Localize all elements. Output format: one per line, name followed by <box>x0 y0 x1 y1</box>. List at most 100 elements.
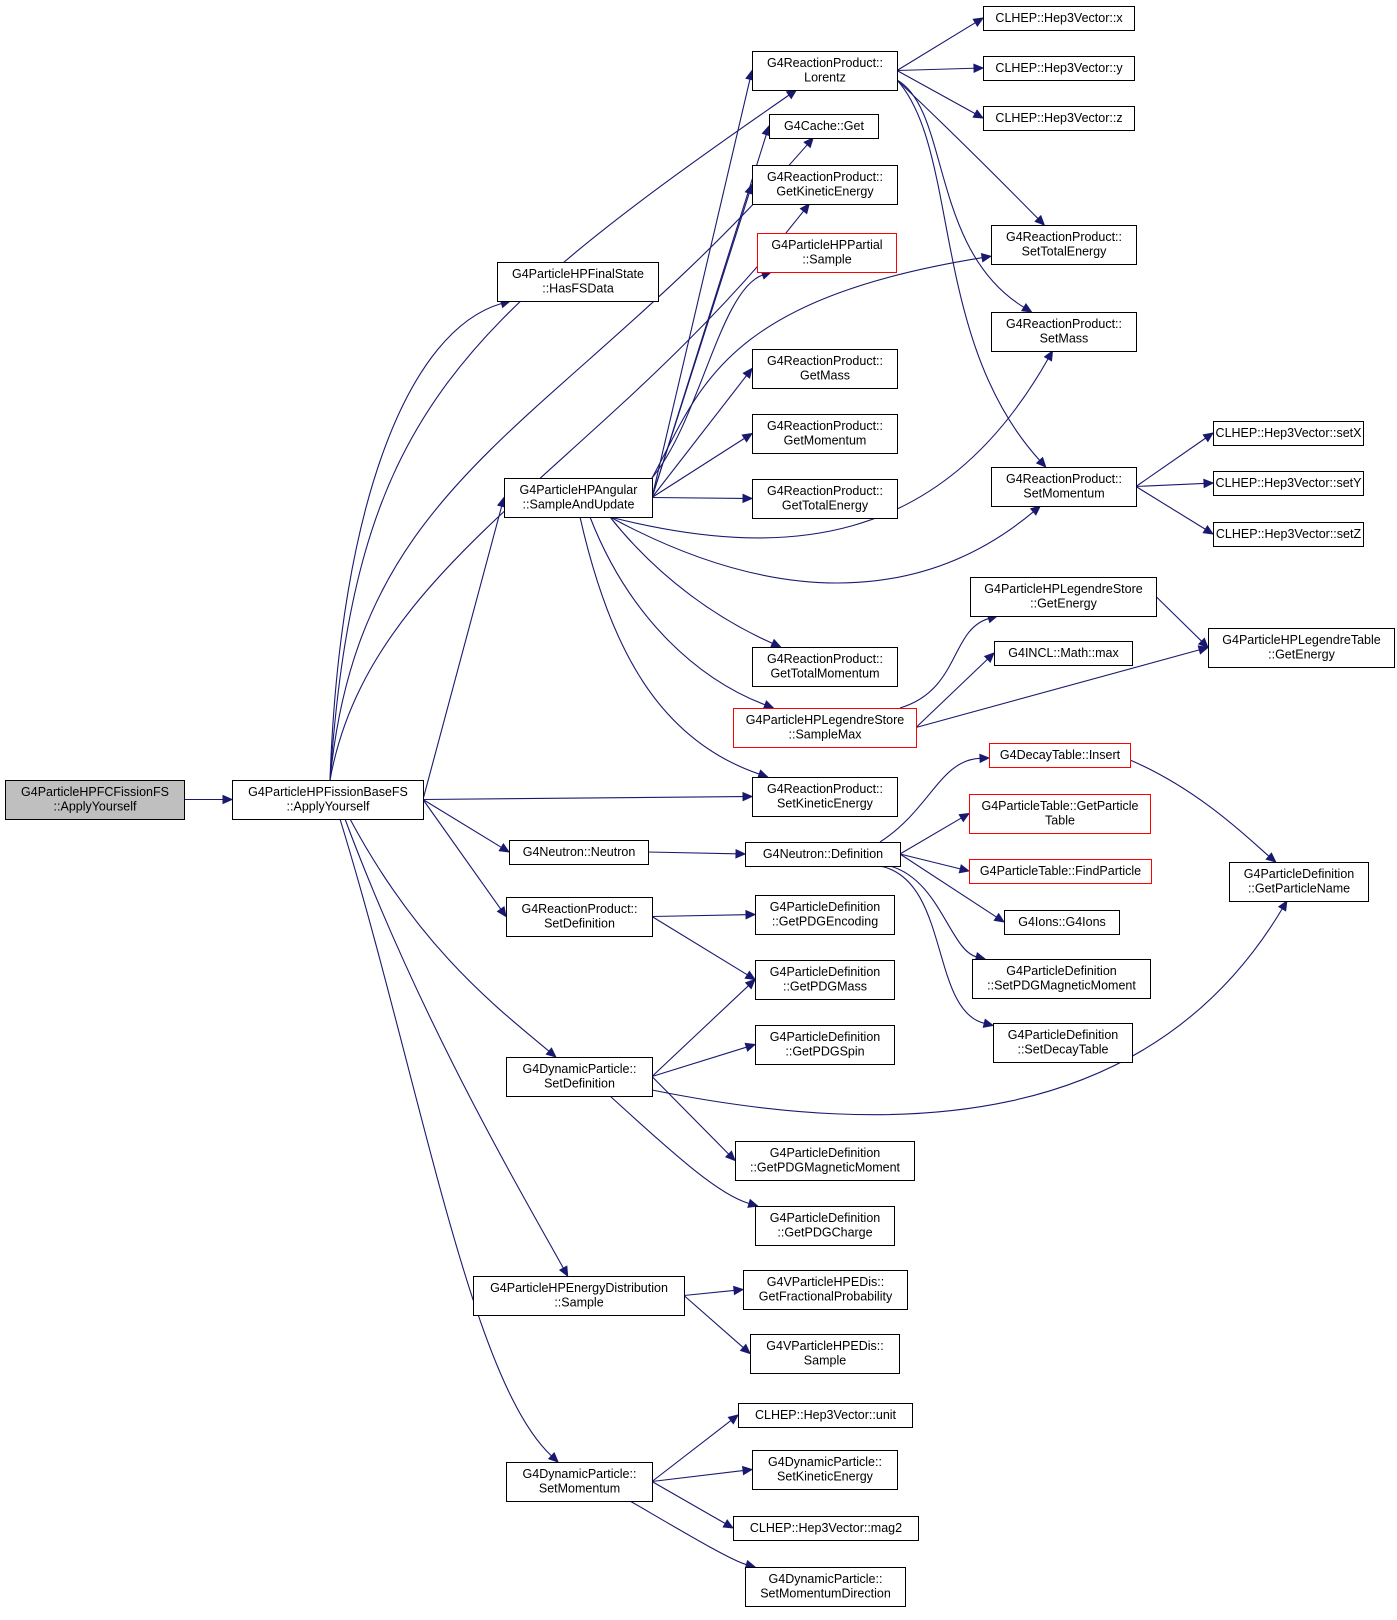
edge-line <box>896 70 976 115</box>
call-edge <box>896 79 1046 226</box>
graph-node[interactable]: G4ReactionProduct::SetTotalEnergy <box>991 225 1137 265</box>
edge-line <box>329 302 502 781</box>
arrow-head <box>1034 214 1046 226</box>
node-label: SetDefinition <box>544 1077 615 1091</box>
arrow-head <box>496 905 507 918</box>
arrow-head <box>724 1150 736 1162</box>
graph-node[interactable]: G4ReactionProduct::SetMass <box>991 312 1137 352</box>
arrow-head <box>803 137 814 149</box>
graph-node[interactable]: G4ParticleHPAngular::SampleAndUpdate <box>504 478 653 518</box>
node-label: ::GetPDGMass <box>783 980 867 994</box>
edge-line <box>899 853 961 870</box>
graph-node[interactable]: G4Neutron::Definition <box>745 842 901 867</box>
graph-node[interactable]: G4ParticleHPLegendreStore::SampleMax <box>733 708 917 748</box>
call-edge <box>915 652 995 728</box>
graph-node[interactable]: G4ReactionProduct::SetKineticEnergy <box>752 777 898 817</box>
node-label: ::GetEnergy <box>1268 648 1335 662</box>
node-label: ::GetPDGCharge <box>777 1226 872 1240</box>
graph-node[interactable]: G4ParticleDefinition::GetPDGSpin <box>755 1025 895 1065</box>
node-label: ::SetDecayTable <box>1017 1043 1108 1057</box>
node-label: G4ReactionProduct:: <box>767 652 883 666</box>
node-label: G4ParticleDefinition <box>1006 964 1117 978</box>
graph-node[interactable]: G4ReactionProduct::GetTotalEnergy <box>752 479 898 519</box>
graph-node[interactable]: G4ParticleDefinition::GetPDGMagneticMome… <box>735 1141 915 1181</box>
arrow-head <box>742 791 754 802</box>
graph-node[interactable]: CLHEP::Hep3Vector::z <box>983 106 1135 131</box>
node-label: G4Neutron::Definition <box>763 847 883 861</box>
node-box <box>755 895 895 935</box>
node-label: ::SampleAndUpdate <box>523 498 635 512</box>
arrow-head <box>727 1414 739 1425</box>
graph-node[interactable]: G4DecayTable::Insert <box>989 743 1131 768</box>
call-edge <box>329 89 798 781</box>
graph-node[interactable]: G4ParticleDefinition::SetDecayTable <box>993 1023 1133 1063</box>
node-label: CLHEP::Hep3Vector::setY <box>1216 476 1363 490</box>
graph-node[interactable]: G4ReactionProduct::GetMass <box>752 349 898 389</box>
graph-node[interactable]: G4ReactionProduct::GetTotalMomentum <box>752 647 898 687</box>
graph-node[interactable]: G4ParticleHPPartial::Sample <box>757 233 897 273</box>
edge-line <box>329 144 808 781</box>
graph-node[interactable]: G4ReactionProduct::GetKineticEnergy <box>752 165 898 205</box>
graph-node[interactable]: G4ParticleHPEnergyDistribution::Sample <box>473 1276 685 1316</box>
graph-node[interactable]: CLHEP::Hep3Vector::unit <box>738 1403 913 1428</box>
graph-node[interactable]: CLHEP::Hep3Vector::setY <box>1213 471 1364 496</box>
graph-node[interactable]: G4ParticleDefinition::GetPDGMass <box>755 960 895 1000</box>
graph-node[interactable]: G4ReactionProduct::Lorentz <box>752 51 898 91</box>
graph-node[interactable]: G4ParticleDefinition::SetPDGMagneticMome… <box>972 959 1151 999</box>
node-label: GetTotalMomentum <box>770 667 879 681</box>
call-edge <box>422 799 511 853</box>
node-label: ::Sample <box>802 253 851 267</box>
graph-node[interactable]: G4DynamicParticle::SetMomentumDirection <box>745 1567 906 1607</box>
graph-node[interactable]: G4ParticleDefinition::GetPDGEncoding <box>755 895 895 935</box>
graph-node[interactable]: G4ParticleHPFissionBaseFS::ApplyYourself <box>232 780 424 820</box>
graph-node[interactable]: G4DynamicParticle::SetDefinition <box>506 1057 653 1097</box>
graph-node[interactable]: CLHEP::Hep3Vector::y <box>983 56 1135 81</box>
node-box <box>994 641 1133 666</box>
graph-node[interactable]: G4Neutron::Neutron <box>509 840 649 865</box>
graph-node[interactable]: CLHEP::Hep3Vector::mag2 <box>733 1516 919 1541</box>
graph-node[interactable]: G4ParticleHPLegendreStore::GetEnergy <box>970 577 1157 617</box>
graph-node[interactable]: CLHEP::Hep3Vector::setX <box>1213 421 1364 446</box>
arrow-head <box>993 912 1006 923</box>
graph-node[interactable]: G4ParticleTable::FindParticle <box>969 859 1152 884</box>
call-edge <box>651 270 773 479</box>
node-label: G4ReactionProduct:: <box>1006 472 1122 486</box>
graph-node[interactable]: G4ParticleHPFinalState::HasFSData <box>497 262 659 302</box>
edge-line <box>651 79 751 498</box>
node-box <box>769 114 879 139</box>
graph-node[interactable]: G4ParticleDefinition::GetPDGCharge <box>755 1206 895 1246</box>
graph-node[interactable]: G4DynamicParticle::SetMomentum <box>506 1462 653 1502</box>
node-label: G4ParticleTable::GetParticle <box>981 799 1138 813</box>
graph-node[interactable]: G4ParticleHPLegendreTable::GetEnergy <box>1208 628 1395 668</box>
graph-node[interactable]: G4DynamicParticle::SetKineticEnergy <box>752 1450 898 1490</box>
graph-node[interactable]: G4ParticleDefinition::GetParticleName <box>1229 862 1369 902</box>
graph-node[interactable]: G4ReactionProduct::GetMomentum <box>752 414 898 454</box>
graph-node[interactable]: G4ReactionProduct::SetMomentum <box>991 467 1137 507</box>
graph-node[interactable]: G4Cache::Get <box>769 114 879 139</box>
node-box <box>752 349 898 389</box>
arrow-head <box>222 794 234 805</box>
arrow-head <box>1029 505 1042 516</box>
graph-node[interactable]: CLHEP::Hep3Vector::setZ <box>1213 522 1364 547</box>
node-box <box>738 1403 913 1428</box>
graph-node[interactable]: G4Ions::G4Ions <box>1004 910 1120 935</box>
graph-node[interactable]: G4VParticleHPEDis::GetFractionalProbabil… <box>743 1270 908 1310</box>
edge-line <box>651 375 747 498</box>
graph-node[interactable]: CLHEP::Hep3Vector::x <box>983 6 1135 31</box>
call-edge <box>339 818 559 1463</box>
arrow-head <box>558 1265 569 1278</box>
edge-line <box>344 818 564 1269</box>
call-edge <box>609 516 782 648</box>
graph-node[interactable]: G4INCL::Math::max <box>994 641 1133 666</box>
edge-line <box>651 1076 730 1155</box>
edge-line <box>651 1470 744 1483</box>
edge-line <box>899 618 989 709</box>
node-label: G4DynamicParticle:: <box>768 1455 882 1469</box>
graph-node[interactable]: G4VParticleHPEDis::Sample <box>750 1334 900 1374</box>
graph-node[interactable]: G4ReactionProduct::SetDefinition <box>506 897 653 937</box>
node-label: G4VParticleHPEDis:: <box>767 1275 884 1289</box>
edge-line <box>422 506 503 800</box>
node-label: G4DynamicParticle:: <box>523 1467 637 1481</box>
node-box <box>983 6 1135 31</box>
